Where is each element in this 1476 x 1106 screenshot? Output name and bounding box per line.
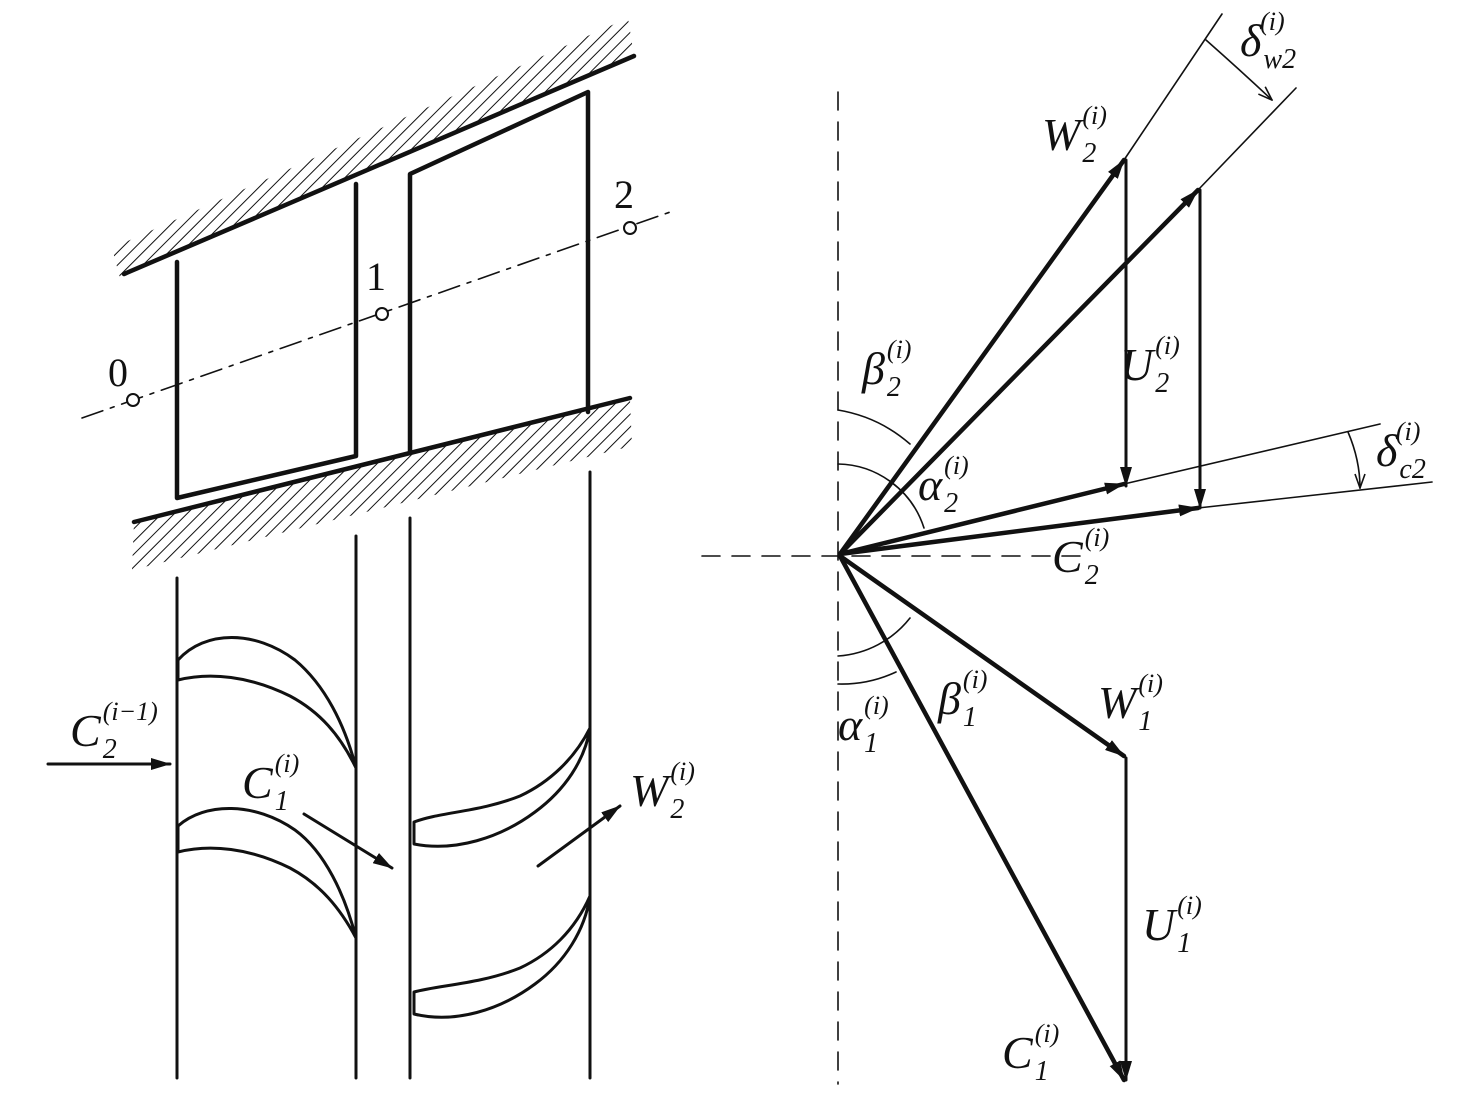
station-0-label: 0 — [108, 350, 128, 395]
w2-ideal-extension-line — [1197, 87, 1297, 191]
velocity-triangles: W2(i) δw2(i) β2(i) U2(i) δc2(i) α2(i) C2… — [701, 7, 1433, 1087]
station-1-marker — [375, 307, 389, 321]
w1-triangle-label: W1(i) — [1098, 669, 1163, 737]
cascade-section: C2(i−1) C1(i) W2(i) — [46, 470, 695, 1080]
c2-vector-actual — [837, 481, 1127, 557]
meridional-section: 0 1 2 — [81, 18, 677, 570]
c2-ideal-extension-line — [1197, 481, 1433, 509]
w1-vector — [837, 553, 1127, 759]
alpha1-label: α1(i) — [838, 691, 889, 759]
inflow-label: C2(i−1) — [70, 697, 158, 765]
u1-label: U1(i) — [1142, 891, 1202, 959]
alpha1-arc — [837, 671, 897, 685]
rotor-blade-lower — [412, 894, 592, 1019]
delta-w2-arc — [1205, 39, 1272, 100]
stator-blade-outline — [174, 181, 359, 501]
c1-vector — [837, 553, 1127, 1083]
c2-vector-ideal — [837, 504, 1201, 557]
hub-hatch — [132, 400, 632, 570]
stator-blade-lower — [176, 807, 358, 940]
w2-vector-ideal — [837, 187, 1201, 557]
station-2-label: 2 — [614, 172, 634, 217]
delta-c2-label: δc2(i) — [1376, 417, 1426, 485]
beta1-arc — [837, 617, 911, 657]
station-2-marker — [623, 221, 637, 235]
alpha2-label: α2(i) — [918, 451, 969, 519]
c1-cascade-label: C1(i) — [242, 749, 299, 817]
rotor-blade-upper — [412, 726, 592, 848]
c2-extension-line — [1123, 423, 1381, 485]
w2-extension-line — [1123, 13, 1223, 161]
delta-c2-arc — [1347, 431, 1360, 488]
w2-triangle-label: W2(i) — [1042, 101, 1107, 169]
delta-w2-label: δw2(i) — [1240, 7, 1296, 75]
beta2-label: β2(i) — [861, 335, 911, 403]
beta1-label: β1(i) — [937, 665, 987, 733]
beta2-arc — [837, 409, 911, 445]
hub-wall — [131, 395, 633, 525]
u2-label: U2(i) — [1120, 331, 1180, 399]
w2-vector-actual — [837, 157, 1127, 557]
c1-triangle-label: C1(i) — [1002, 1019, 1059, 1087]
c2-triangle-label: C2(i) — [1052, 523, 1109, 591]
alpha2-arc — [837, 463, 925, 529]
w2-cascade-label: W2(i) — [630, 757, 695, 825]
stator-blade-upper — [176, 636, 358, 770]
rotor-blade-outline — [407, 89, 591, 455]
c1-flow-arrow — [302, 812, 394, 870]
w2-flow-arrow — [536, 804, 622, 868]
outer-casing-wall — [121, 53, 637, 277]
outer-casing-hatch — [112, 18, 634, 278]
station-1-label: 1 — [366, 254, 386, 299]
station-0-marker — [126, 393, 140, 407]
